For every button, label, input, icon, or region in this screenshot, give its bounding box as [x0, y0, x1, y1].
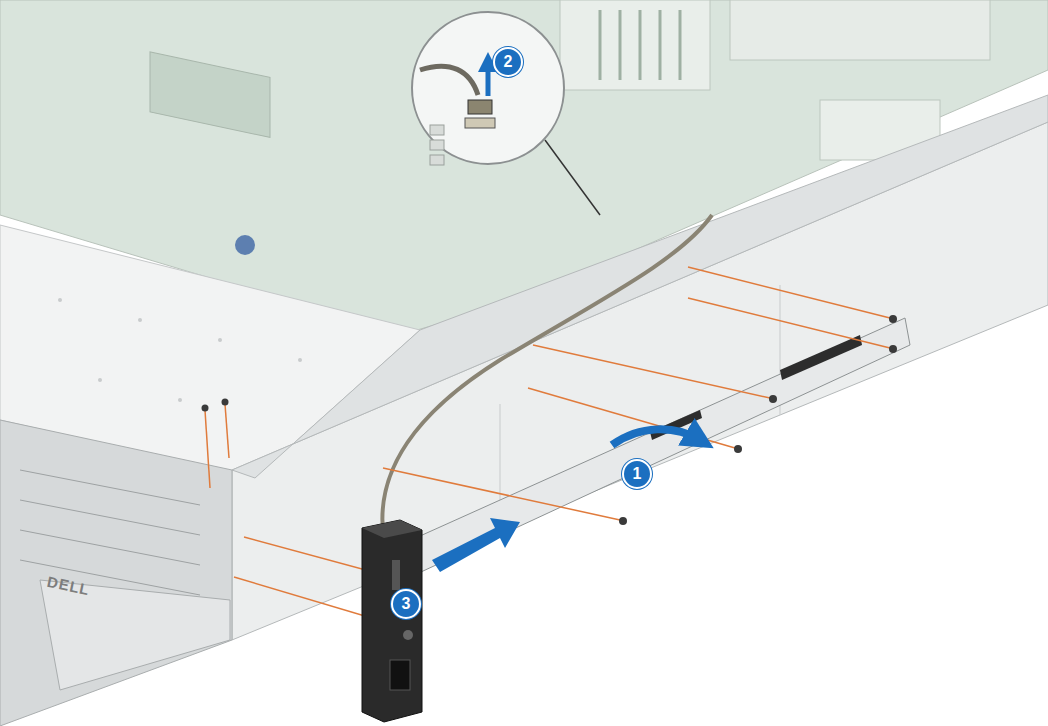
chassis-side — [232, 95, 1048, 640]
control-panel — [362, 520, 422, 722]
side-rail-bracket — [400, 318, 910, 578]
screw-lines — [205, 267, 890, 622]
callout-number: 3 — [391, 589, 421, 619]
magnifier — [412, 12, 600, 215]
chassis-front — [0, 420, 232, 726]
callout-number: 1 — [622, 459, 652, 489]
screws — [202, 315, 898, 627]
callout-number: 2 — [493, 47, 523, 77]
removal-arrows — [432, 429, 700, 572]
